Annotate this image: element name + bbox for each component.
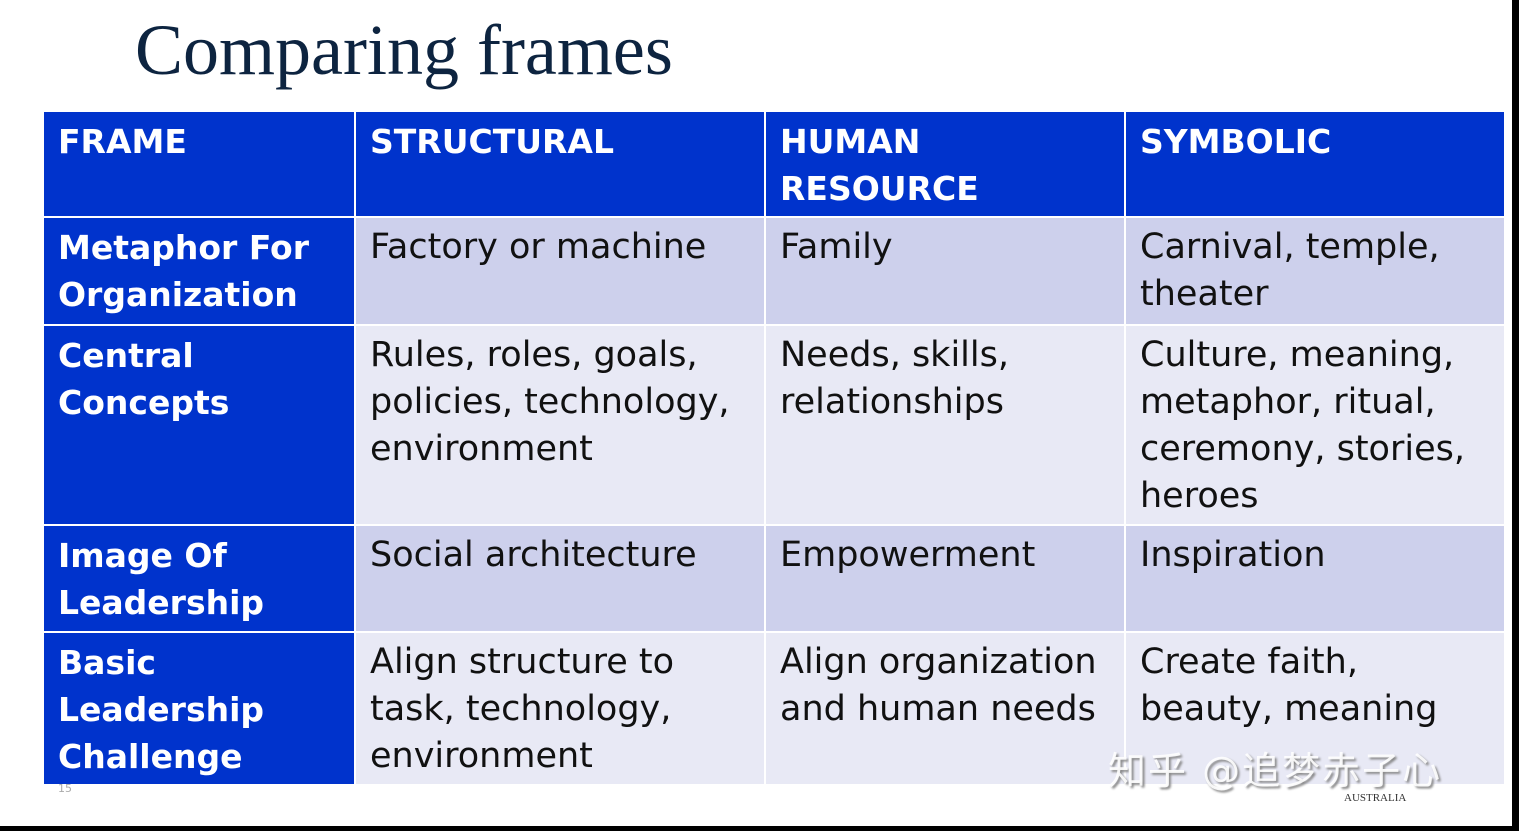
- table-cell: Factory or machine: [354, 216, 766, 326]
- university-logo-text: AUSTRALIA: [1344, 792, 1407, 804]
- row-label: Central Concepts: [42, 324, 356, 526]
- table-cell: Create faith, beauty, meaning: [1124, 631, 1506, 786]
- table-cell: Inspiration: [1124, 524, 1506, 633]
- comparison-table: FRAME STRUCTURAL HUMAN RESOURCE SYMBOLIC…: [42, 110, 1506, 786]
- header-symbolic: SYMBOLIC: [1124, 110, 1506, 218]
- table-cell: Carnival, temple, theater: [1124, 216, 1506, 326]
- table-cell: Culture, meaning, metaphor, ritual, cere…: [1124, 324, 1506, 526]
- page-number: 15: [58, 782, 72, 795]
- table-header-row: FRAME STRUCTURAL HUMAN RESOURCE SYMBOLIC: [42, 110, 1506, 218]
- window-border-bottom: [0, 826, 1519, 831]
- table-cell: Empowerment: [764, 524, 1126, 633]
- header-structural: STRUCTURAL: [354, 110, 766, 218]
- table-row: Basic Leadership Challenge Align structu…: [42, 631, 1506, 786]
- table-row: Central Concepts Rules, roles, goals, po…: [42, 324, 1506, 526]
- table-cell: Align organization and human needs: [764, 631, 1126, 786]
- table-cell: Needs, skills, relationships: [764, 324, 1126, 526]
- table-cell: Social architecture: [354, 524, 766, 633]
- row-label: Image Of Leadership: [42, 524, 356, 633]
- table-row: Image Of Leadership Social architecture …: [42, 524, 1506, 633]
- table-cell: Rules, roles, goals, policies, technolog…: [354, 324, 766, 526]
- row-label: Basic Leadership Challenge: [42, 631, 356, 786]
- slide-title: Comparing frames: [135, 10, 673, 90]
- table-cell: Align structure to task, technology, env…: [354, 631, 766, 786]
- table-row: Metaphor For Organization Factory or mac…: [42, 216, 1506, 326]
- watermark: 知乎 @追梦赤子心: [1108, 749, 1443, 793]
- window-border-right: [1512, 0, 1519, 831]
- header-human-resource: HUMAN RESOURCE: [764, 110, 1126, 218]
- row-label: Metaphor For Organization: [42, 216, 356, 326]
- header-frame: FRAME: [42, 110, 356, 218]
- table-cell: Family: [764, 216, 1126, 326]
